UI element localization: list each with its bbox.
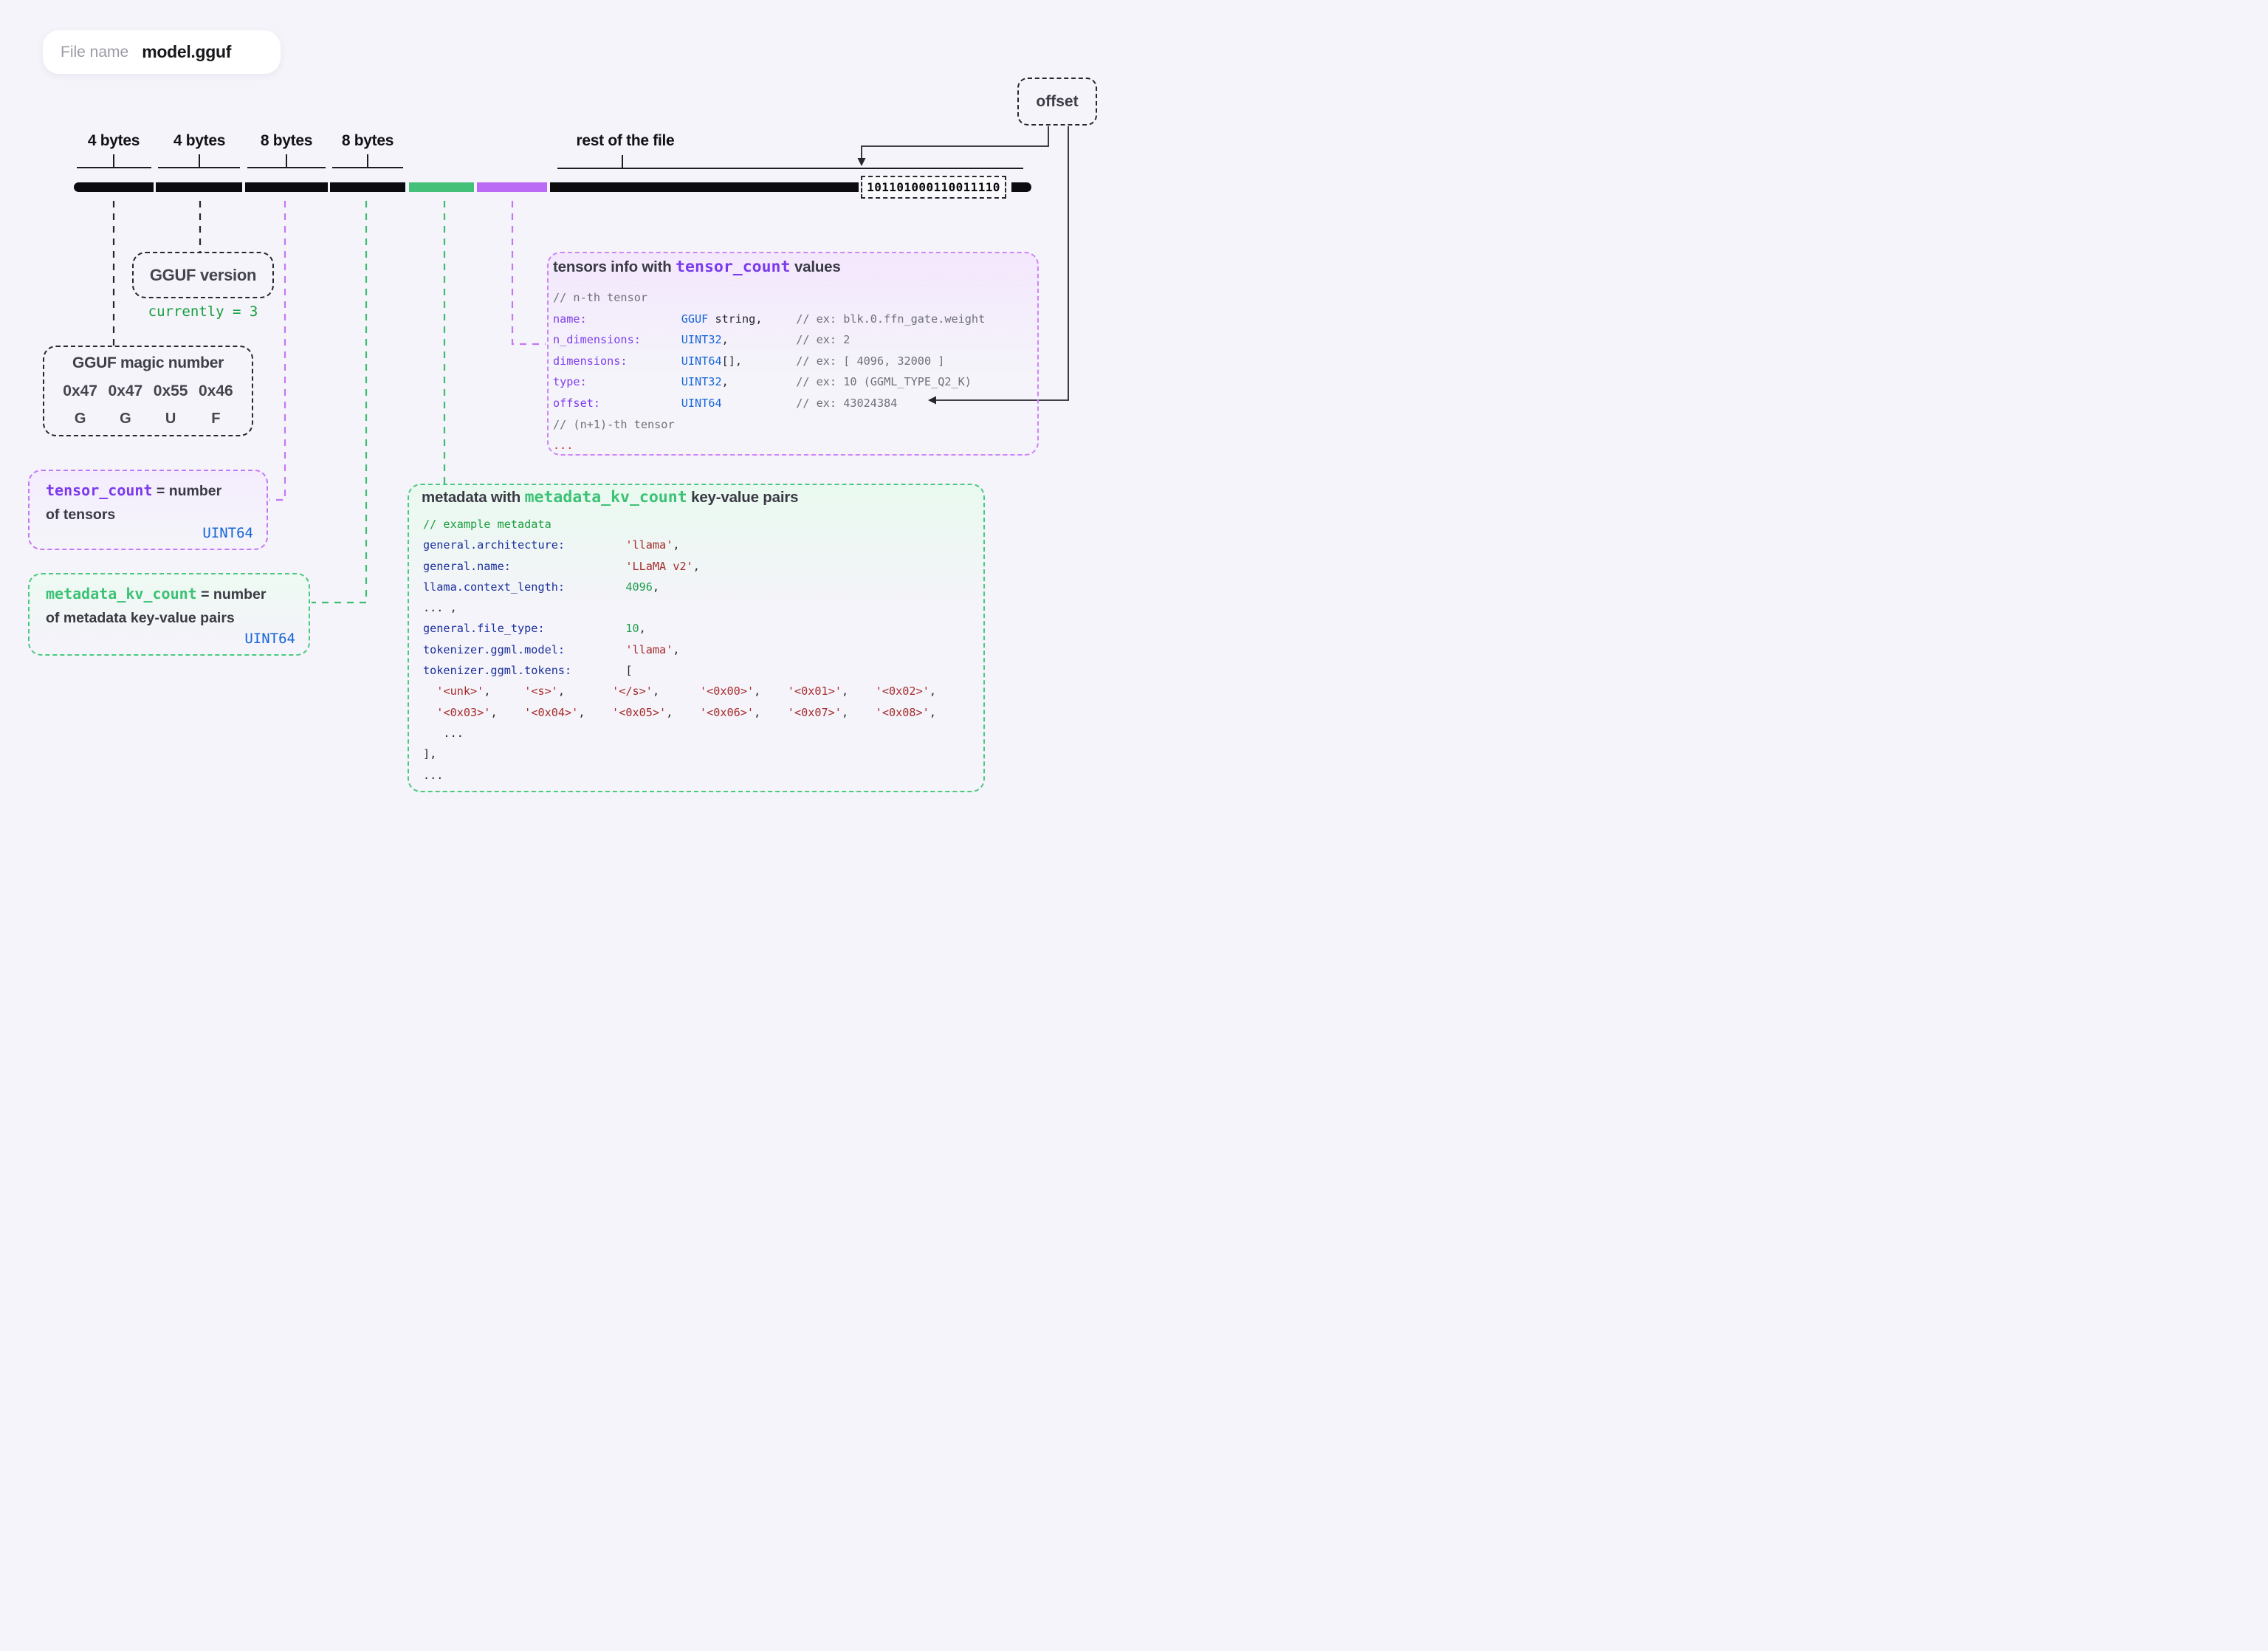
tensor-count-eq: = number bbox=[152, 483, 222, 499]
file-name-pill: File name model.gguf bbox=[43, 30, 281, 74]
tensor-count-desc: of tensors bbox=[46, 507, 116, 523]
magic-char: G bbox=[120, 411, 131, 427]
bar-segment-kv-count bbox=[330, 182, 405, 192]
code-line: ... bbox=[553, 439, 574, 453]
metadata-box bbox=[408, 484, 985, 792]
code-line: ], bbox=[423, 747, 437, 761]
magic-char: F bbox=[211, 411, 221, 427]
code-line: // example metadata bbox=[423, 518, 551, 531]
magic-hex: 0x47 bbox=[63, 382, 97, 399]
code-line: name: GGUF string, // ex: blk.0.ffn_gate… bbox=[553, 312, 986, 326]
magic-hex: 0x55 bbox=[153, 382, 188, 399]
tensor-count-box: tensor_count = number of tensors UINT64 bbox=[28, 470, 268, 550]
code-line: general.name: 'LLaMA v2', bbox=[423, 559, 700, 573]
tensors-info-box bbox=[547, 252, 1039, 456]
tensors-info-title: tensors info with tensor_count values bbox=[553, 258, 841, 276]
magic-hex: 0x47 bbox=[108, 382, 143, 399]
segment-label-tensor-count: 8 bytes bbox=[260, 132, 313, 149]
metadata-kv-count-eq: = number bbox=[196, 586, 267, 603]
code-line: n_dimensions: UINT32, // ex: 2 bbox=[553, 333, 850, 347]
gguf-version-title: GGUF version bbox=[149, 265, 257, 284]
bar-segment-metadata bbox=[409, 182, 474, 192]
gguf-magic-title: GGUF magic number bbox=[72, 354, 224, 371]
magic-hex: 0x46 bbox=[199, 382, 233, 399]
code-line: // n-th tensor bbox=[553, 291, 648, 304]
binary-offset-box: 101101000110011110 bbox=[861, 176, 1006, 199]
tensor-count-type: UINT64 bbox=[202, 525, 253, 541]
bar-segment-magic bbox=[74, 182, 154, 192]
code-line: llama.context_length: 4096, bbox=[423, 580, 660, 594]
magic-char: U bbox=[165, 411, 176, 427]
code-line: ... , bbox=[423, 601, 457, 615]
bar-segment-end bbox=[1011, 182, 1031, 192]
code-line: ... bbox=[423, 768, 444, 782]
bar-segment-rest bbox=[550, 182, 859, 192]
connector-tensor-count bbox=[269, 201, 286, 501]
code-line: offset: UINT64 // ex: 43024384 bbox=[553, 396, 898, 410]
file-name-label: File name bbox=[61, 43, 129, 61]
gguf-version-box: GGUF version bbox=[132, 252, 274, 298]
metadata-kv-count-box: metadata_kv_count = number of metadata k… bbox=[28, 573, 310, 656]
metadata-title: metadata with metadata_kv_count key-valu… bbox=[422, 488, 799, 507]
gguf-version-note: currently = 3 bbox=[148, 303, 258, 320]
bar-segment-tensor-count bbox=[245, 182, 328, 192]
code-line: // (n+1)-th tensor bbox=[553, 417, 675, 431]
code-line: general.architecture: 'llama', bbox=[423, 538, 680, 552]
code-line: general.file_type: 10, bbox=[423, 622, 646, 636]
gguf-magic-hex-row: 0x47 0x47 0x55 0x46 bbox=[58, 382, 238, 400]
code-line: ... bbox=[423, 726, 464, 740]
arrowhead-down bbox=[857, 158, 866, 166]
rest-of-file-label: rest of the file bbox=[576, 132, 675, 149]
binary-value: 101101000110011110 bbox=[867, 180, 1000, 194]
tensors-info-title-code: tensor_count bbox=[676, 258, 791, 276]
code-line: '<0x03>', '<0x04>', '<0x05>', '<0x06>', … bbox=[436, 705, 936, 719]
code-line: dimensions: UINT64[], // ex: [ 4096, 320… bbox=[553, 354, 945, 368]
segment-label-magic: 4 bytes bbox=[87, 132, 140, 149]
metadata-kv-count-type: UINT64 bbox=[244, 631, 295, 647]
offset-to-bar-line bbox=[861, 126, 1049, 159]
code-line: tokenizer.ggml.model: 'llama', bbox=[423, 642, 680, 656]
metadata-title-code: metadata_kv_count bbox=[524, 488, 687, 507]
tensor-count-name: tensor_count bbox=[46, 481, 153, 499]
code-line: type: UINT32, // ex: 10 (GGML_TYPE_Q2_K) bbox=[553, 375, 972, 389]
connector-kv-count bbox=[312, 201, 368, 604]
metadata-code: // example metadata general.architecture:… bbox=[423, 514, 936, 786]
gguf-magic-char-row: G G U F bbox=[58, 411, 238, 428]
magic-char: G bbox=[74, 411, 86, 427]
segment-label-version: 4 bytes bbox=[173, 132, 226, 149]
connector-tensors-info bbox=[511, 201, 546, 346]
file-name-value: model.gguf bbox=[142, 42, 232, 61]
code-line: tokenizer.ggml.tokens: [ bbox=[423, 664, 633, 678]
code-line: '<unk>', '<s>', '</s>', '<0x00>', '<0x01… bbox=[436, 684, 937, 698]
segment-label-kv-count: 8 bytes bbox=[341, 132, 394, 149]
offset-tag-label: offset bbox=[1036, 92, 1079, 110]
metadata-kv-count-name: metadata_kv_count bbox=[46, 585, 197, 603]
tensors-info-code: // n-th tensor name: GGUF string, // ex: … bbox=[553, 287, 985, 456]
offset-tag: offset bbox=[1017, 78, 1097, 126]
bar-segment-version bbox=[156, 182, 242, 192]
gguf-magic-box: GGUF magic number 0x47 0x47 0x55 0x46 G … bbox=[43, 346, 253, 436]
bar-segment-tensors-info bbox=[477, 182, 547, 192]
segment-brackets bbox=[77, 154, 1023, 169]
metadata-kv-count-desc: of metadata key-value pairs bbox=[46, 610, 235, 626]
